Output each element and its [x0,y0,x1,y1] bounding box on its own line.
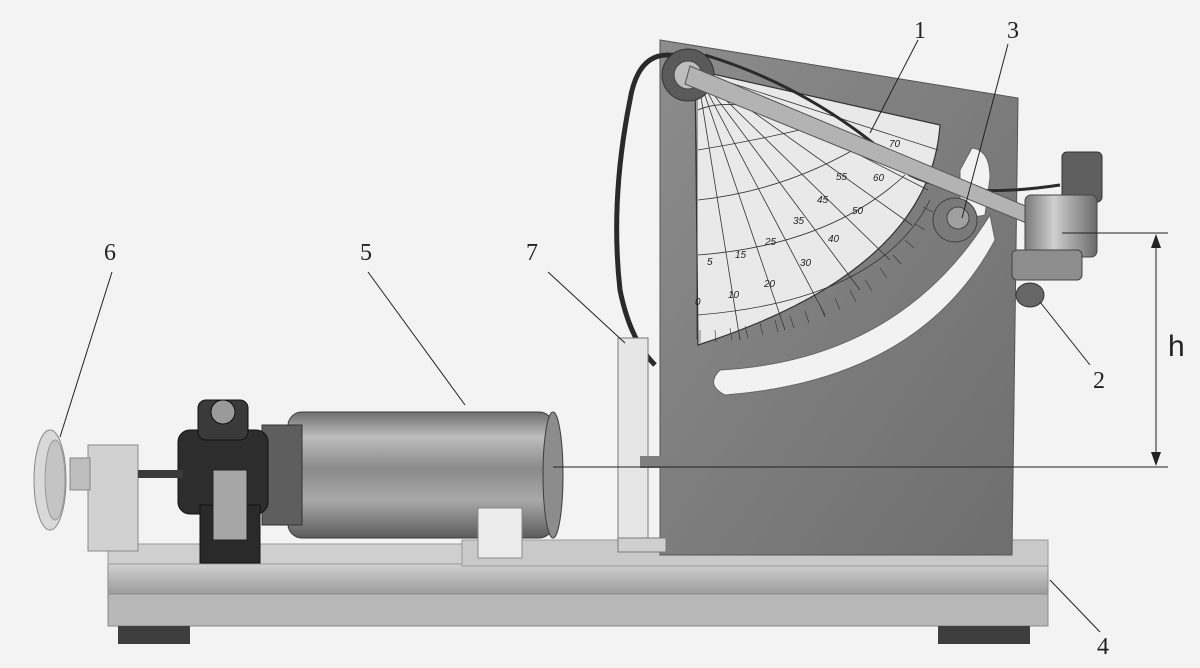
pendulum-weight [1011,151,1103,308]
sensor-cable [614,52,691,367]
scale-number-30: 30 [800,258,812,269]
height-dimension [553,232,1168,468]
callout-4: 4 [1097,634,1109,660]
callout-2: 2 [1093,368,1105,394]
scale-number-45: 45 [817,195,829,206]
scale-number-55: 55 [836,172,848,183]
scale-number-20: 20 [763,279,776,290]
target-plate [617,337,668,553]
scale-number-10: 10 [728,290,740,301]
adjustment-screw [69,444,183,552]
stop-pin [932,197,978,243]
scale-number-70: 70 [889,139,901,150]
scale-number-40: 40 [828,234,840,245]
callout-leaders [59,39,1101,633]
angle-scale: 0 5 10 15 20 25 30 35 40 45 50 55 60 70 [694,69,941,346]
height-label: h [1168,330,1185,363]
callout-3: 3 [1007,18,1019,44]
callout-1: 1 [914,18,926,44]
adjustment-knob [33,429,67,531]
scale-number-25: 25 [764,237,777,248]
scale-number-50: 50 [852,206,864,217]
scale-number-5: 5 [707,257,713,268]
callout-6: 6 [104,240,116,266]
callout-7: 7 [526,240,538,266]
callout-5: 5 [360,240,372,266]
scale-number-60: 60 [873,173,885,184]
clamp-mechanism [177,399,269,564]
scale-number-15: 15 [735,250,747,261]
scale-number-0: 0 [695,297,701,308]
support-block [477,507,523,559]
scale-number-35: 35 [793,216,805,227]
cylinder-body [261,411,564,539]
